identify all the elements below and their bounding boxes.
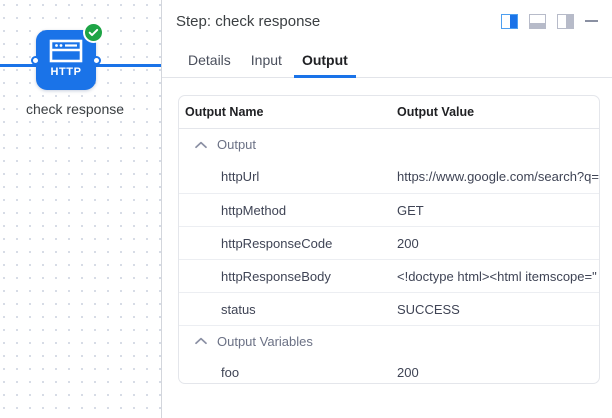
panel-header-actions [501,13,598,29]
table-row[interactable]: httpMethod GET [179,193,599,226]
cell-output-value: GET [397,202,424,218]
panel-body: Output Name Output Value Output httpUrl … [162,78,612,418]
dock-bottom-icon[interactable] [529,13,546,29]
column-header-output-value: Output Value [397,105,475,119]
cell-output-value: SUCCESS [397,301,460,317]
cell-output-name: httpResponseBody [221,268,331,284]
table-row[interactable]: httpResponseBody <!doctype html><html it… [179,259,599,292]
cell-output-value: https://www.google.com/search?q= [397,169,599,184]
panel-header: Step: check response [162,0,612,42]
table-row[interactable]: httpResponseCode 200 [179,226,599,259]
cell-output-name: status [221,301,256,317]
cell-output-name: httpMethod [221,202,287,218]
node-name-label: check response [25,101,125,117]
tab-details[interactable]: Details [188,52,231,68]
workflow-canvas[interactable]: HTTP check response [0,0,161,418]
cell-output-value: 200 [397,235,419,251]
cell-output-value: <!doctype html><html itemscope=" [397,268,597,284]
panel-tabs: Details Input Output [162,42,612,78]
node-input-port[interactable] [31,56,40,65]
table-row[interactable]: status SUCCESS [179,292,599,325]
cell-output-name: foo [221,365,240,380]
tab-input[interactable]: Input [250,52,282,68]
chevron-up-icon [193,137,209,153]
group-row-output[interactable]: Output [179,129,599,160]
node-output-port[interactable] [92,56,101,65]
panel-title: Step: check response [176,12,321,30]
http-window-icon [36,39,96,63]
table-row[interactable]: foo 200 [179,356,599,383]
group-row-output-variables[interactable]: Output Variables [179,325,599,356]
output-table: Output Name Output Value Output httpUrl … [178,95,600,384]
check-circle-icon [83,22,104,43]
table-row[interactable]: httpUrl https://www.google.com/search?q= [179,160,599,193]
minimize-icon[interactable] [585,20,598,22]
dock-right-icon[interactable] [501,13,518,29]
tab-output[interactable]: Output [292,52,358,78]
node-type-label: HTTP [50,66,82,78]
cell-output-value: 200 [397,365,419,380]
chevron-up-icon [193,333,209,349]
dock-left-icon[interactable] [557,13,574,29]
workflow-node-http[interactable]: HTTP [31,22,104,90]
group-label: Output [217,137,257,152]
group-label: Output Variables [217,333,313,349]
cell-output-name: httpResponseCode [221,235,333,251]
cell-output-name: httpUrl [221,169,260,184]
step-details-panel: Step: check response Details Input Outpu… [161,0,612,418]
table-header-row: Output Name Output Value [179,96,599,129]
column-header-output-name: Output Name [185,105,264,119]
